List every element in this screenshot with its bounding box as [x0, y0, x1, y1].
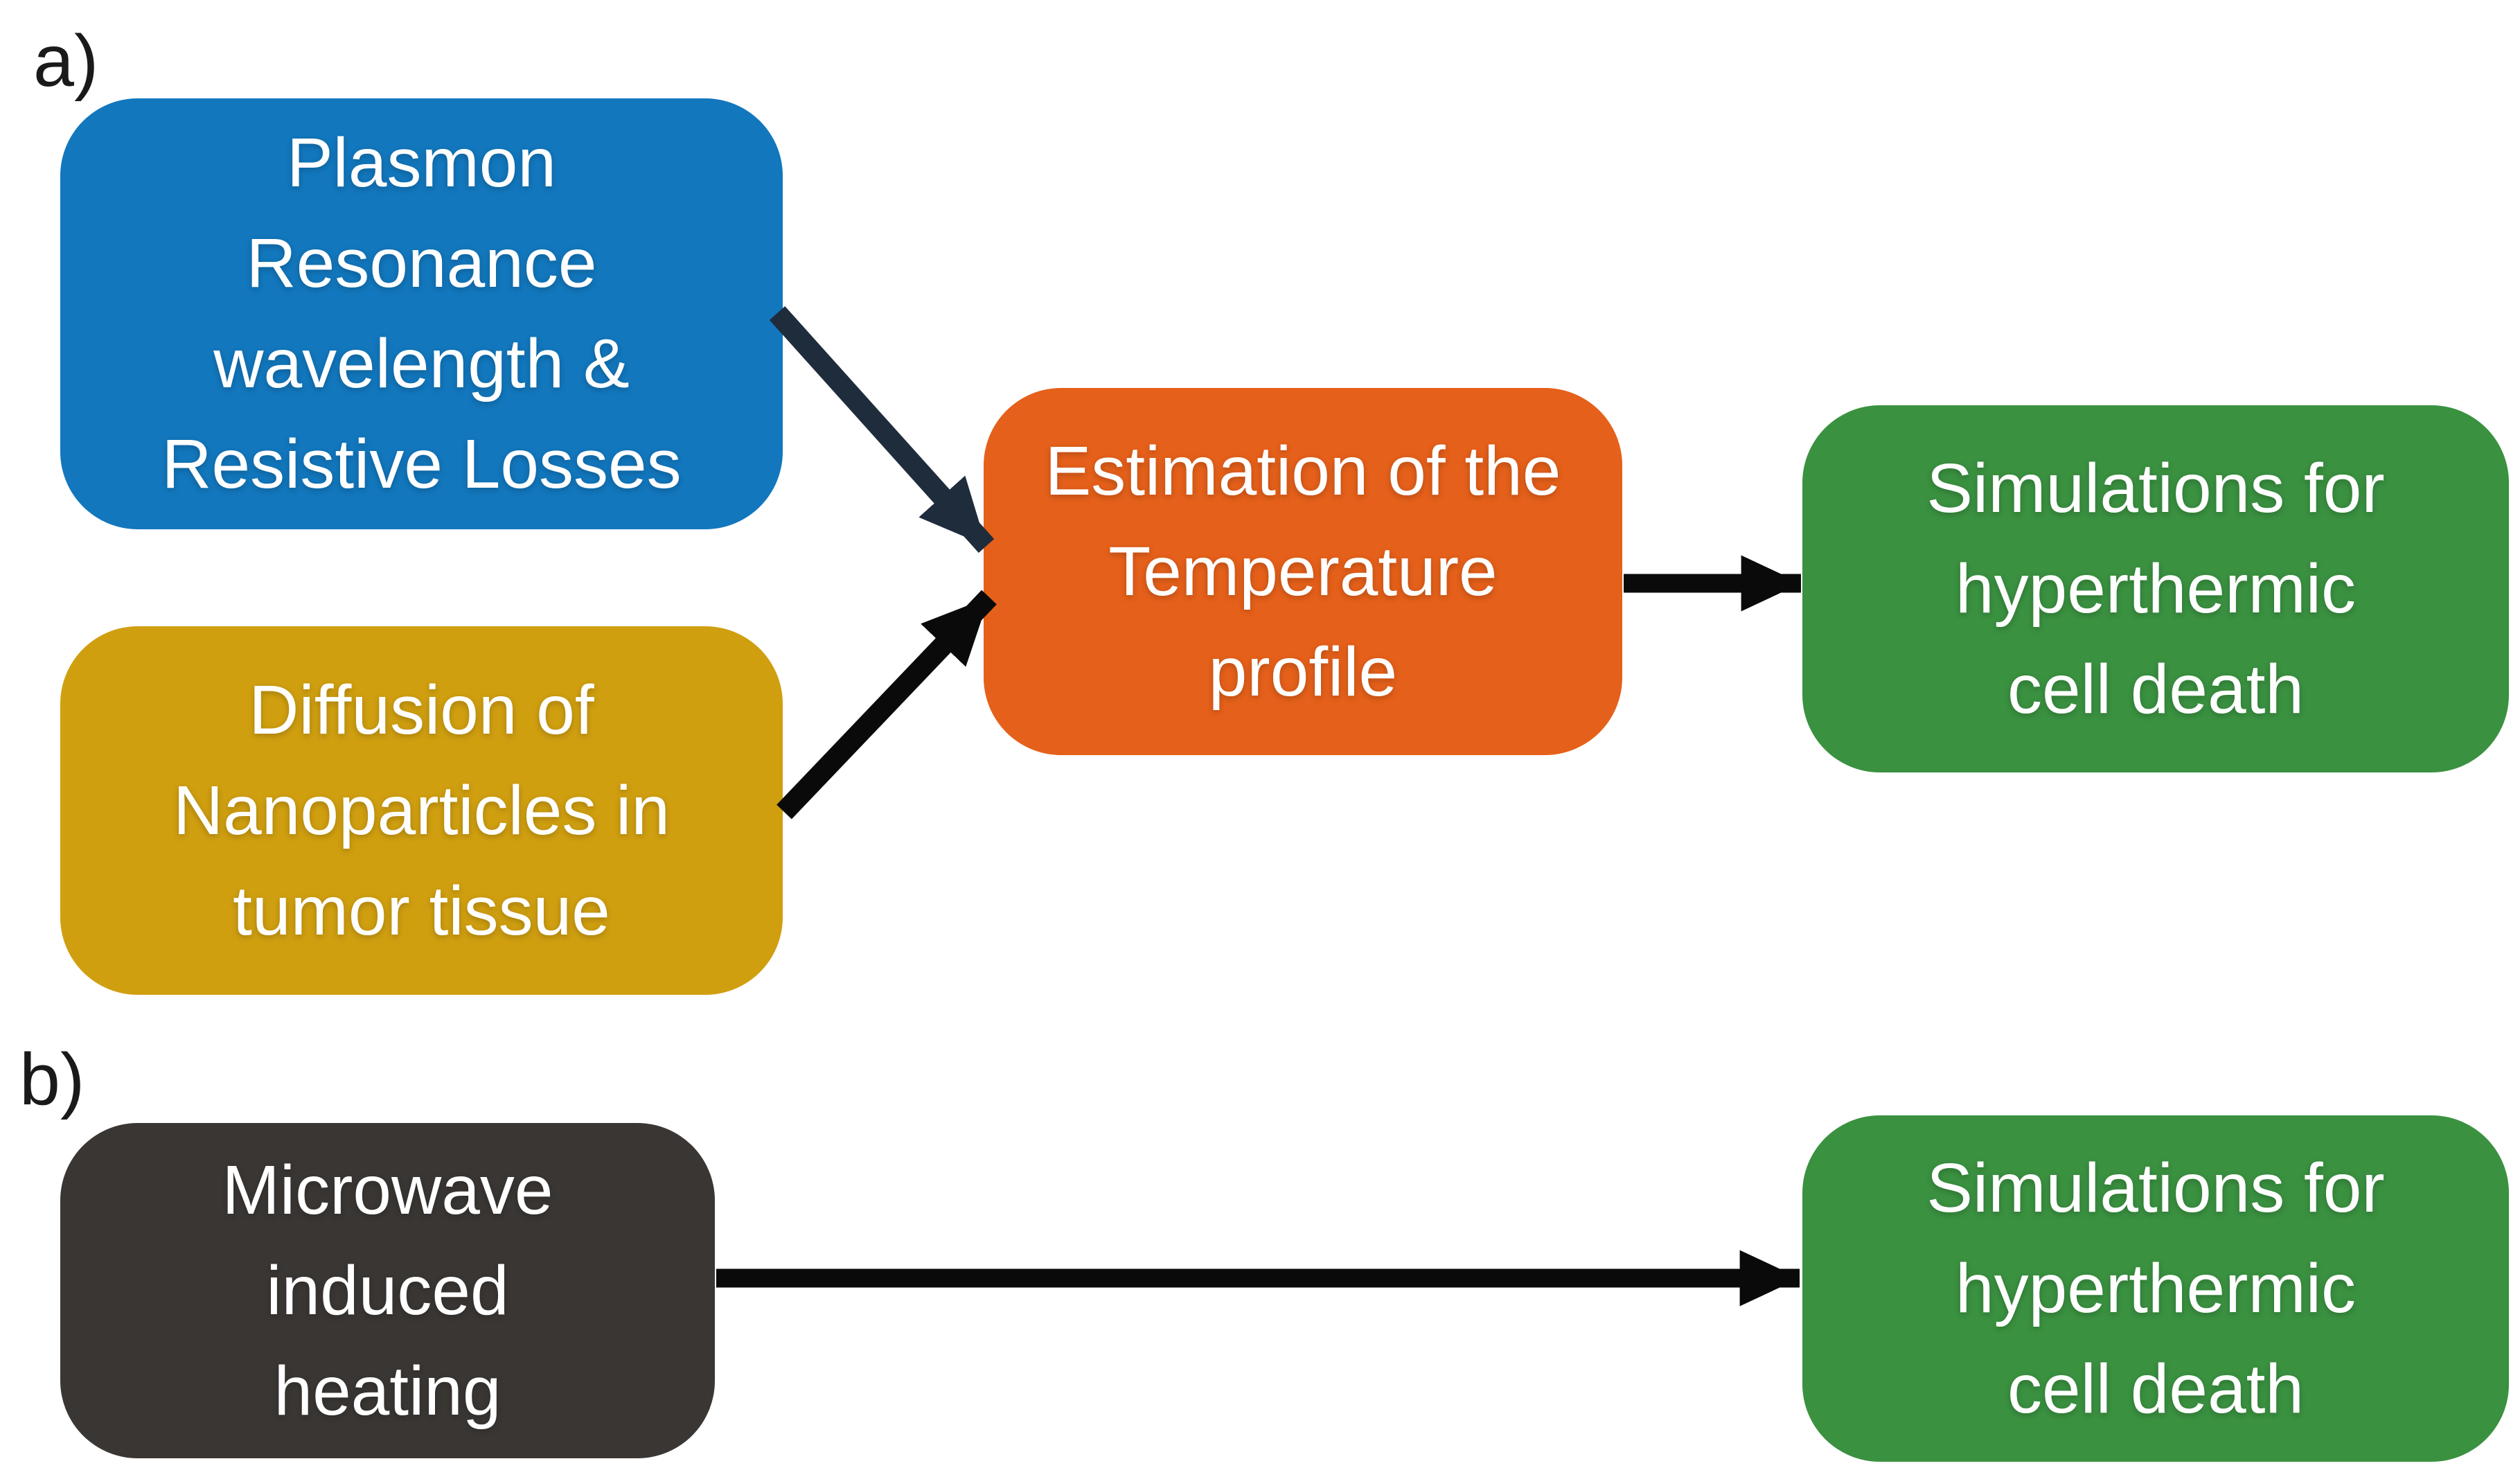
- node-temperature-estimation-text: Estimation of the Temperature profile: [1045, 432, 1561, 711]
- node-simulations-b: Simulations for hyperthermic cell death: [1802, 1115, 2509, 1462]
- node-nanoparticle-diffusion: Diffusion of Nanoparticles in tumor tiss…: [60, 626, 783, 995]
- panel-a-label: a): [33, 20, 99, 102]
- node-simulations-a-text: Simulations for hyperthermic cell death: [1926, 449, 2385, 728]
- node-temperature-estimation: Estimation of the Temperature profile: [984, 388, 1622, 755]
- panel-b-label: b): [19, 1038, 85, 1120]
- node-simulations-a: Simulations for hyperthermic cell death: [1802, 405, 2509, 772]
- node-simulations-b-text: Simulations for hyperthermic cell death: [1926, 1149, 2385, 1428]
- arrow-diffusion-to-estimation: [777, 590, 997, 820]
- node-nanoparticle-diffusion-text: Diffusion of Nanoparticles in tumor tiss…: [172, 671, 671, 950]
- node-microwave-heating-text: Microwave induced heating: [222, 1151, 553, 1430]
- node-plasmon-resonance: Plasmon Resonance wavelength & Resistive…: [60, 98, 783, 529]
- node-plasmon-resonance-text: Plasmon Resonance wavelength & Resistive…: [161, 124, 682, 503]
- node-microwave-heating: Microwave induced heating: [60, 1123, 715, 1458]
- arrow-plasmon-to-estimation: [769, 306, 995, 554]
